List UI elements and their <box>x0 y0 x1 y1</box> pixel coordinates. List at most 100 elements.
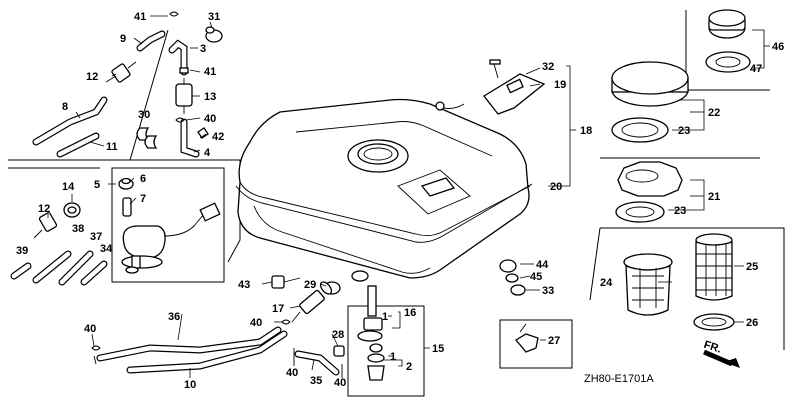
label-16: 16 <box>404 307 416 319</box>
front-arrow <box>703 349 740 368</box>
label-1a: 1 <box>382 311 388 323</box>
cap-22 <box>611 61 689 107</box>
label-2: 2 <box>406 361 412 373</box>
label-37: 37 <box>90 231 102 243</box>
label-36: 36 <box>168 311 180 323</box>
fuel-pump-5 <box>121 202 221 274</box>
label-24: 24 <box>600 277 613 289</box>
front-direction-label: FR. <box>702 339 723 356</box>
label-19: 19 <box>554 79 566 91</box>
hose-34 <box>80 260 108 286</box>
label-33: 33 <box>542 285 554 297</box>
strainer-box-25 <box>589 227 785 350</box>
leader-lines <box>47 15 770 378</box>
label-44: 44 <box>536 259 549 271</box>
label-11: 11 <box>106 141 118 153</box>
box-27 <box>499 319 573 369</box>
label-38: 38 <box>72 223 84 235</box>
fuel-pump-box <box>111 167 225 283</box>
fuel-filter-13 <box>175 78 193 114</box>
label-40-bl: 40 <box>84 323 96 335</box>
part-labels: 41 9 31 3 12 41 13 8 30 40 42 4 11 5 6 7… <box>16 11 784 391</box>
label-40-top: 40 <box>204 113 216 125</box>
label-40-b1: 40 <box>286 367 298 379</box>
clip-40-top <box>175 117 185 123</box>
label-43: 43 <box>238 279 250 291</box>
label-26: 26 <box>746 317 758 329</box>
strainer-25 <box>695 233 733 301</box>
label-8: 8 <box>62 101 68 113</box>
screw-32 <box>489 59 501 79</box>
strainer-24 <box>623 253 673 316</box>
label-23b: 23 <box>674 205 686 217</box>
hose-35 <box>294 350 340 376</box>
hose-37 <box>58 250 94 286</box>
fuel-filter-12-top <box>105 61 137 83</box>
bolt-43 <box>271 275 301 289</box>
label-4: 4 <box>204 147 211 159</box>
label-40-mid: 40 <box>250 317 262 329</box>
joint-14 <box>63 202 81 218</box>
clip-40-bl <box>91 345 101 365</box>
fuel-gauge-19 <box>435 73 546 115</box>
label-35: 35 <box>310 375 322 387</box>
pipe-7 <box>122 197 132 217</box>
hose-36 <box>96 326 282 362</box>
label-1b: 1 <box>390 351 396 363</box>
hose-clip-41 <box>169 11 179 17</box>
bolt-27 <box>515 323 539 353</box>
grommet-44 <box>499 259 517 273</box>
label-32: 32 <box>542 61 554 73</box>
label-47: 47 <box>750 63 762 75</box>
label-18: 18 <box>580 125 592 137</box>
label-3: 3 <box>200 43 206 55</box>
label-5: 5 <box>94 179 100 191</box>
label-23a: 23 <box>678 125 690 137</box>
clip-40-b2 <box>293 348 343 378</box>
label-39: 39 <box>16 245 28 257</box>
label-30: 30 <box>138 109 150 121</box>
clamp-30 <box>136 127 158 149</box>
label-29: 29 <box>304 279 316 291</box>
label-12-low: 12 <box>38 203 50 215</box>
hose-9 <box>136 30 166 52</box>
clip-42 <box>197 127 209 139</box>
label-31: 31 <box>208 11 220 23</box>
label-13: 13 <box>204 91 216 103</box>
label-46: 46 <box>772 41 784 53</box>
bolt-33 <box>510 284 526 296</box>
hose-8 <box>32 96 108 146</box>
clip-41b <box>179 67 189 74</box>
label-34: 34 <box>100 243 113 255</box>
hose-3 <box>168 39 188 76</box>
fuel-cock-16 <box>357 285 385 381</box>
fuel-tank-20 <box>235 98 533 282</box>
gasket-47 <box>705 51 751 73</box>
label-9: 9 <box>120 33 126 45</box>
label-20: 20 <box>550 181 562 193</box>
label-7: 7 <box>140 193 146 205</box>
label-45: 45 <box>530 271 542 283</box>
cap-21 <box>617 161 683 197</box>
seal-6 <box>118 177 134 190</box>
label-10: 10 <box>184 379 196 391</box>
gasket-23b <box>615 201 665 223</box>
cap-28 <box>333 345 345 357</box>
hose-10 <box>126 330 288 374</box>
cap-box-46 <box>685 9 770 91</box>
cap-46 <box>708 9 746 39</box>
label-40-b2: 40 <box>334 377 346 389</box>
hose-38 <box>32 250 72 284</box>
hose-4 <box>180 118 200 158</box>
label-25: 25 <box>746 261 758 273</box>
filter-12-lower <box>33 212 58 239</box>
label-41b: 41 <box>204 66 216 78</box>
clip-40-mid <box>281 319 291 325</box>
label-15: 15 <box>432 343 444 355</box>
label-28: 28 <box>332 329 344 341</box>
label-12-top: 12 <box>86 71 98 83</box>
label-41: 41 <box>134 11 146 23</box>
diagram-code: ZH80-E1701A <box>584 373 654 385</box>
label-14: 14 <box>62 181 75 193</box>
